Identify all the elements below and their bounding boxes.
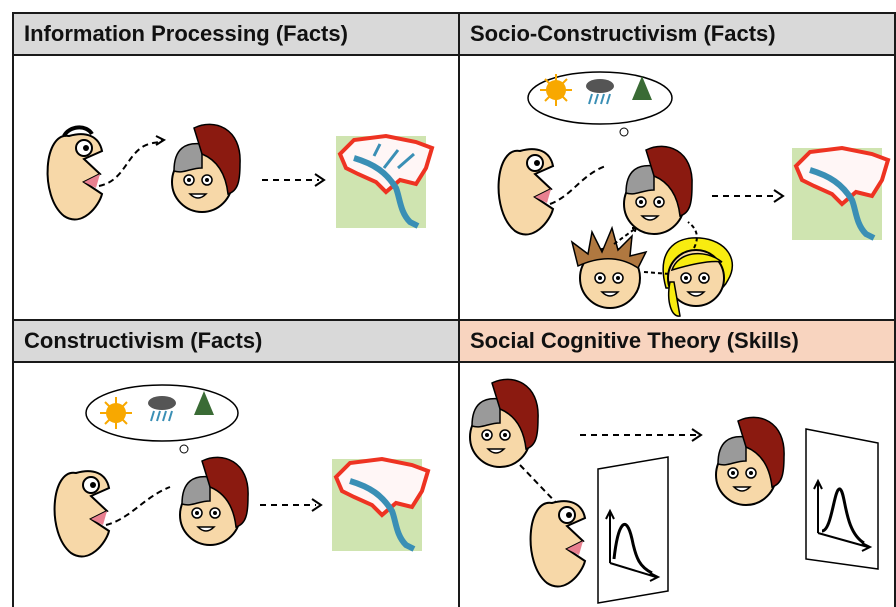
learner-face	[623, 145, 693, 235]
panel-title: Socio-Constructivism (Facts)	[470, 21, 776, 46]
panel-header: Social Cognitive Theory (Skills)	[460, 321, 894, 363]
skill-graph-card	[597, 456, 669, 604]
teacher-face	[497, 148, 555, 236]
panel-socio-constructivism: Socio-Constructivism (Facts)	[458, 12, 896, 321]
constructivism-illustration	[53, 384, 431, 558]
learner-face	[715, 416, 785, 506]
social-cognitive-illustration	[469, 378, 879, 604]
panel-constructivism: Constructivism (Facts)	[12, 319, 460, 607]
thought-cloud	[527, 71, 673, 137]
peer-spiky-hair-face	[570, 225, 648, 309]
knowledge-map	[792, 145, 891, 241]
panel-information-processing: Information Processing (Facts)	[12, 12, 460, 321]
panel-header: Socio-Constructivism (Facts)	[460, 14, 894, 56]
panel-social-cognitive-theory: Social Cognitive Theory (Skills)	[458, 319, 896, 607]
knowledge-map	[336, 133, 435, 229]
panel-title: Constructivism (Facts)	[24, 328, 263, 353]
peer-blonde-face	[662, 237, 734, 317]
panel-title: Information Processing (Facts)	[24, 21, 348, 46]
teacher-face	[46, 125, 104, 221]
peer-discussion-arrow	[613, 227, 637, 245]
peer-exchange-arrow	[643, 271, 671, 275]
speech-arrow	[105, 486, 171, 526]
learner-face	[171, 123, 241, 213]
panel-title: Social Cognitive Theory (Skills)	[470, 328, 799, 353]
observer-face	[529, 500, 587, 588]
model-face	[469, 378, 539, 468]
thought-cloud	[85, 384, 239, 454]
panel-header: Information Processing (Facts)	[14, 14, 458, 56]
speech-arrow	[549, 165, 607, 205]
peer-discussion-arrow	[687, 221, 698, 249]
teacher-face	[53, 470, 111, 558]
knowledge-map	[332, 456, 431, 552]
theory-comparison-grid: Information Processing (Facts)	[12, 12, 896, 607]
panel-header: Constructivism (Facts)	[14, 321, 458, 363]
learned-skill-graph-card	[805, 428, 879, 570]
information-processing-illustration	[46, 123, 435, 229]
speech-arrow	[98, 139, 163, 187]
socio-constructivism-illustration	[497, 71, 891, 317]
learner-face	[179, 456, 249, 546]
